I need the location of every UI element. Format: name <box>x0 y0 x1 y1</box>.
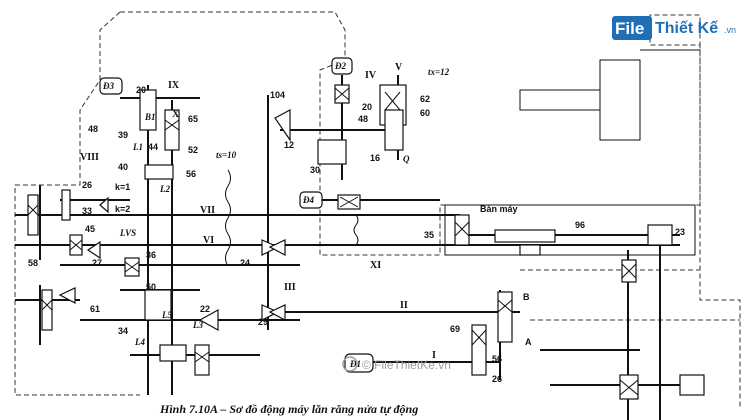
a-label: A <box>525 337 532 347</box>
shaft-label: XI <box>370 260 381 271</box>
gear-number: 44 <box>148 142 158 152</box>
gear-number: 12 <box>284 140 294 150</box>
watermark-icon <box>342 356 358 372</box>
logo-badge <box>612 16 652 40</box>
logo-word-2: Thiết Kế <box>655 20 718 37</box>
shaft-label: VIII <box>80 152 99 163</box>
shaft-label: X <box>172 109 180 120</box>
gear-number: 39 <box>118 130 128 140</box>
gear-number: 36 <box>146 250 156 260</box>
gear-number: 65 <box>188 114 198 124</box>
gear-number: 26 <box>82 180 92 190</box>
gear-number: 104 <box>270 90 285 100</box>
gear-number: 50 <box>146 282 156 292</box>
b-label: B <box>523 292 530 302</box>
gear-number: 96 <box>575 220 585 230</box>
gear-number: 22 <box>200 304 210 314</box>
watermark: © FileThietKe.vn <box>342 356 451 372</box>
gear-number: 29 <box>258 317 268 327</box>
figure-caption: Hình 7.10A – Sơ đồ động máy lăn răng nửa… <box>159 402 418 416</box>
gear-number: 58 <box>28 258 38 268</box>
gear-number: 52 <box>188 145 198 155</box>
gear-number: 27 <box>92 258 102 268</box>
gear-number: 26 <box>492 374 502 384</box>
gear-number: 45 <box>85 224 95 234</box>
gear-number: 48 <box>358 114 368 124</box>
motor-label: Đ2 <box>334 61 346 71</box>
l3-label: L3 <box>192 320 203 330</box>
gear-number: 33 <box>82 206 92 216</box>
gear-number: 35 <box>424 230 434 240</box>
site-logo: File Thiết Kế .vn <box>612 16 736 40</box>
gear-number: 56 <box>186 169 196 179</box>
logo-word-1: File <box>615 19 644 38</box>
ts-label: ts=10 <box>216 150 237 160</box>
machine-table <box>444 204 696 256</box>
gear-number: k=2 <box>115 204 130 214</box>
logo-domain: .vn <box>724 25 736 35</box>
shaft-label: VI <box>203 235 214 246</box>
l1-label: L1 <box>132 142 143 152</box>
gear-number: 62 <box>420 94 430 104</box>
gear-number: 69 <box>450 324 460 334</box>
gear-number: 56 <box>492 354 502 364</box>
shaft-label: III <box>284 282 296 293</box>
motor-label: Đ1 <box>349 359 361 369</box>
component-labels: Đ3 Đ2 Đ4 Đ1 Bàn máy LVS L1 L2 L3 L4 L5 t… <box>102 61 532 369</box>
gear-number: 48 <box>88 124 98 134</box>
lvs-label: LVS <box>119 228 136 238</box>
q-label: Q <box>403 154 410 164</box>
gear-number: 34 <box>118 326 128 336</box>
gear-number: 40 <box>118 162 128 172</box>
b1-label: B1 <box>144 112 156 122</box>
shaft-label: VII <box>200 205 215 216</box>
shaft-label: IV <box>365 70 377 81</box>
motor-label: Đ4 <box>302 195 314 205</box>
shaft-numerals: IX X VIII VII VI III II I IV V XI <box>80 62 436 361</box>
gear-number: 23 <box>675 227 685 237</box>
l4-label: L4 <box>134 337 145 347</box>
table-label: Bàn máy <box>480 204 518 214</box>
shaft-label: II <box>400 300 408 311</box>
gear-blocks <box>27 84 705 400</box>
motors <box>99 57 374 373</box>
gear-number: 16 <box>370 153 380 163</box>
l5-label: L5 <box>161 310 172 320</box>
shaft-label: IX <box>168 80 180 91</box>
gear-number: 20 <box>362 102 372 112</box>
watermark-text: © FileThietKe.vn <box>362 358 451 372</box>
gear-number: 20 <box>136 85 146 95</box>
gear-number: 61 <box>90 304 100 314</box>
l2-label: L2 <box>159 184 170 194</box>
gear-number: k=1 <box>115 182 130 192</box>
motor-label: Đ3 <box>102 81 114 91</box>
shaft-label: V <box>395 62 403 73</box>
bevel-gears <box>58 109 291 332</box>
gear-number: 24 <box>240 258 250 268</box>
gear-number: 30 <box>310 165 320 175</box>
shaft-label: I <box>432 350 436 361</box>
gear-numbers: 20 48 39 44 40 65 52 56 26 33 45 58 27 3… <box>28 85 685 384</box>
flex-lines <box>225 169 359 267</box>
tx-label: tx=12 <box>428 67 450 77</box>
gear-number: 60 <box>420 108 430 118</box>
